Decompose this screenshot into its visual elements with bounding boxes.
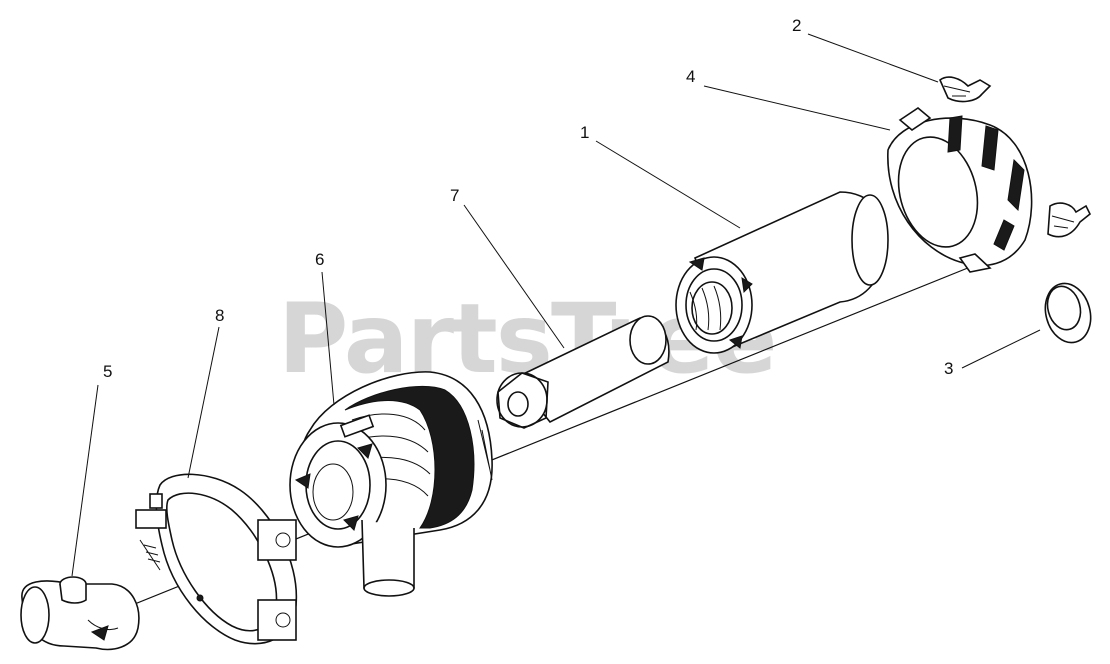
callout-8: 8 [215,306,224,325]
part-5-elbow [20,576,140,651]
part-3-ring [1044,282,1092,344]
callout-5: 5 [103,362,112,381]
callout-4: 4 [686,67,695,86]
part-6-housing [289,371,493,597]
part-1-primary-filter [675,191,889,354]
part-7-safety-filter [496,315,670,429]
callout-2: 2 [792,16,801,35]
leader-lines [71,33,1041,577]
callout-7: 7 [450,186,459,205]
part-8-clamp [135,473,298,645]
part-4-cover [887,107,1033,273]
part-2-latch [939,76,1092,238]
callout-3: 3 [944,359,953,378]
callout-6: 6 [315,250,324,269]
callouts: 1 2 3 4 5 6 7 8 [103,16,953,381]
callout-1: 1 [580,123,589,142]
